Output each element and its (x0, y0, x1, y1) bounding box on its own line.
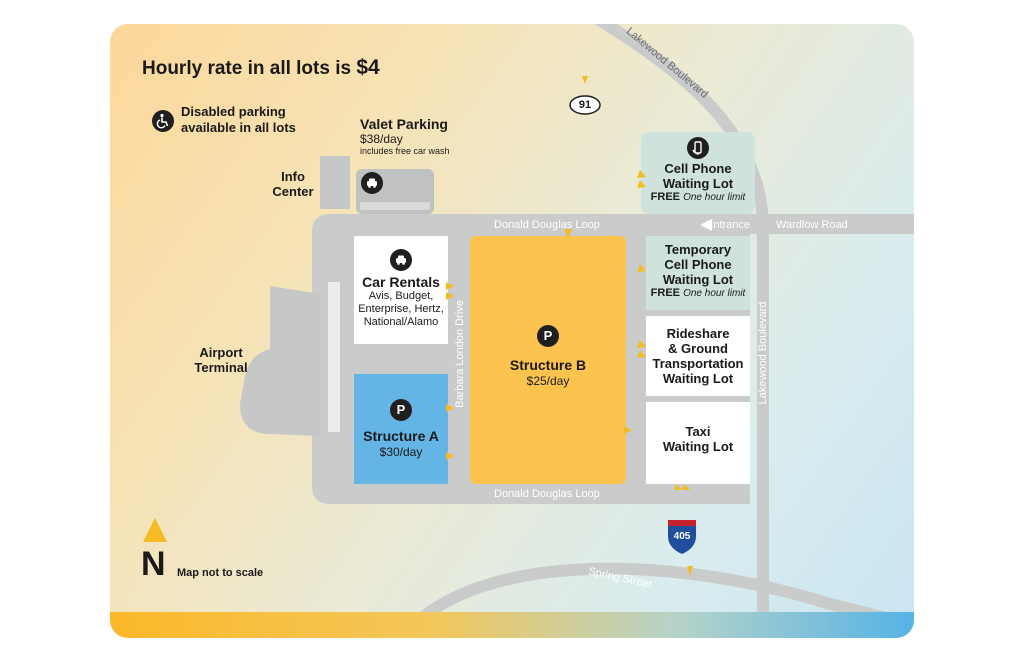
info-center-line2: Center (272, 184, 314, 199)
structure-b-label: Structure B $25/day (470, 358, 626, 388)
parking-map: Hourly rate in all lots is $4 Disabled p… (110, 24, 914, 638)
hourly-rate-value: $4 (356, 56, 380, 79)
temp-cell-free: FREE (650, 287, 681, 299)
parking-p-icon-b: P (537, 325, 559, 347)
wheelchair-icon (152, 110, 174, 132)
rideshare-lot (646, 316, 750, 396)
taxi-lot (646, 402, 750, 484)
airport-terminal-line1: Airport (199, 345, 243, 360)
cell-lot-free: FREE (650, 191, 681, 203)
car-rentals-label: Car Rentals Avis, Budget, Enterprise, He… (354, 275, 448, 329)
info-center-label: Info Center (270, 169, 316, 199)
wardlow-road-label: Wardlow Road (776, 219, 848, 231)
info-center-line1: Info (281, 169, 305, 184)
info-center-building (320, 156, 350, 209)
route-91-label: 91 (578, 99, 592, 111)
hourly-rate-text: Hourly rate in all lots is (142, 58, 352, 79)
structure-a-label: Structure A $30/day (354, 429, 448, 459)
structure-a-lot (354, 374, 448, 484)
north-arrow-icon (143, 518, 167, 542)
car-rentals-companies-2: Enterprise, Hertz, (358, 303, 444, 315)
parking-p-icon-a: P (390, 399, 412, 421)
taxi-lot-label: Taxi Waiting Lot (646, 424, 750, 454)
structure-b-price: $25/day (526, 374, 570, 388)
car-rentals-companies-1: Avis, Budget, (368, 290, 434, 302)
donald-douglas-loop-bottom-label: Donald Douglas Loop (494, 488, 600, 500)
valet-label: Valet Parking $38/day includes free car … (360, 116, 450, 156)
lakewood-boulevard-road (594, 24, 769, 638)
rideshare-line1: Rideshare (666, 326, 730, 341)
temp-cell-limit: One hour limit (683, 288, 746, 299)
airport-terminal-line2: Terminal (194, 360, 248, 375)
cell-lot-free-row: FREE One hour limit (641, 191, 755, 204)
rideshare-line3: Transportation (652, 356, 744, 371)
donald-douglas-loop-top-label: Donald Douglas Loop (494, 219, 600, 231)
temp-cell-lot (646, 236, 750, 310)
temp-cell-line1: Temporary (664, 242, 732, 257)
airport-terminal-building (240, 286, 320, 436)
entrance-label: Entrance (706, 219, 751, 231)
direction-arrows (446, 76, 693, 576)
lakewood-boulevard-vertical-label: Lakewood Boulevard (757, 301, 769, 405)
car-rental-icon (390, 249, 412, 271)
north-label: N (141, 545, 166, 583)
spring-street-road (410, 562, 914, 632)
cell-lot-line2: Waiting Lot (662, 176, 734, 191)
route-91-shield (569, 95, 601, 115)
interstate-405-shield (668, 520, 696, 554)
car-rentals-companies-3: National/Alamo (363, 316, 439, 328)
disabled-parking-note: Disabled parking available in all lots (181, 104, 296, 136)
structure-b-title: Structure B (509, 357, 587, 373)
cell-lot-limit: One hour limit (683, 192, 746, 203)
structure-a-price: $30/day (379, 445, 423, 459)
map-roads-layer (143, 24, 914, 638)
temp-cell-line2: Cell Phone (664, 257, 732, 272)
barbara-london-drive-label: Barbara London Drive (454, 300, 466, 408)
structure-a-title: Structure A (363, 428, 439, 444)
structure-b-lot (470, 236, 626, 484)
valet-car-icon (361, 172, 383, 194)
entrance-arrow (700, 219, 712, 231)
temp-cell-line3: Waiting Lot (662, 272, 734, 287)
cell-lot-line1: Cell Phone (664, 161, 732, 176)
rideshare-line2: & Ground (668, 341, 728, 356)
cell-phone-lot (641, 132, 755, 214)
cell-phone-icon (687, 137, 709, 159)
map-not-to-scale-note: Map not to scale (177, 567, 264, 579)
valet-note: includes free car wash (360, 146, 450, 156)
temp-cell-free-row: FREE One hour limit (646, 287, 750, 300)
cell-phone-lot-label: Cell Phone Waiting Lot FREE One hour lim… (641, 161, 755, 204)
disabled-note-line1: Disabled parking (181, 104, 286, 119)
rideshare-line4: Waiting Lot (662, 371, 734, 386)
temp-cell-lot-label: Temporary Cell Phone Waiting Lot FREE On… (646, 242, 750, 300)
taxi-line2: Waiting Lot (662, 439, 734, 454)
car-rentals-title: Car Rentals (362, 274, 440, 290)
valet-price: $38/day (360, 132, 403, 146)
valet-title: Valet Parking (360, 116, 448, 132)
taxi-line1: Taxi (685, 424, 711, 439)
rideshare-lot-label: Rideshare & Ground Transportation Waitin… (646, 326, 750, 386)
airport-terminal-label: Airport Terminal (188, 345, 254, 375)
hourly-rate-heading: Hourly rate in all lots is $4 (142, 56, 380, 80)
bottom-color-band (110, 612, 914, 638)
disabled-note-line2: available in all lots (181, 120, 296, 135)
interstate-405-label: 405 (673, 531, 691, 542)
